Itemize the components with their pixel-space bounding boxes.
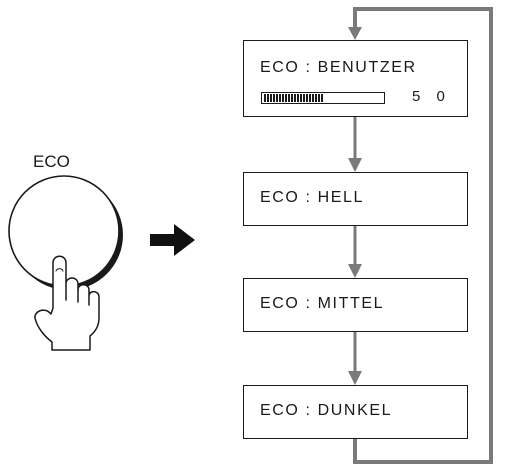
mode-label-mittel: ECO : MITTEL xyxy=(260,295,385,312)
level-bar-fill xyxy=(264,94,323,102)
level-bar xyxy=(261,92,385,104)
mode-label-dunkel: ECO : DUNKEL xyxy=(260,402,393,419)
eco-button-label: ECO xyxy=(33,152,70,171)
level-value: 5 0 xyxy=(412,88,451,105)
loop-back-line xyxy=(353,7,493,464)
mode-box-mittel: ECO : MITTEL xyxy=(243,278,468,332)
mode-label-hell: ECO : HELL xyxy=(260,189,365,206)
flow-arrow xyxy=(348,117,362,172)
flow-arrow xyxy=(348,226,362,278)
mode-box-dunkel: ECO : DUNKEL xyxy=(243,385,468,439)
mode-box-hell: ECO : HELL xyxy=(243,172,468,226)
loop-arrowhead-icon xyxy=(348,27,362,40)
mode-box-benutzer: ECO : BENUTZER 5 0 xyxy=(243,40,468,117)
right-arrow-icon xyxy=(150,224,195,256)
mode-label-benutzer: ECO : BENUTZER xyxy=(260,59,417,76)
eco-button[interactable] xyxy=(8,175,123,290)
flow-arrow xyxy=(348,332,362,385)
pressing-hand-icon xyxy=(34,255,100,351)
